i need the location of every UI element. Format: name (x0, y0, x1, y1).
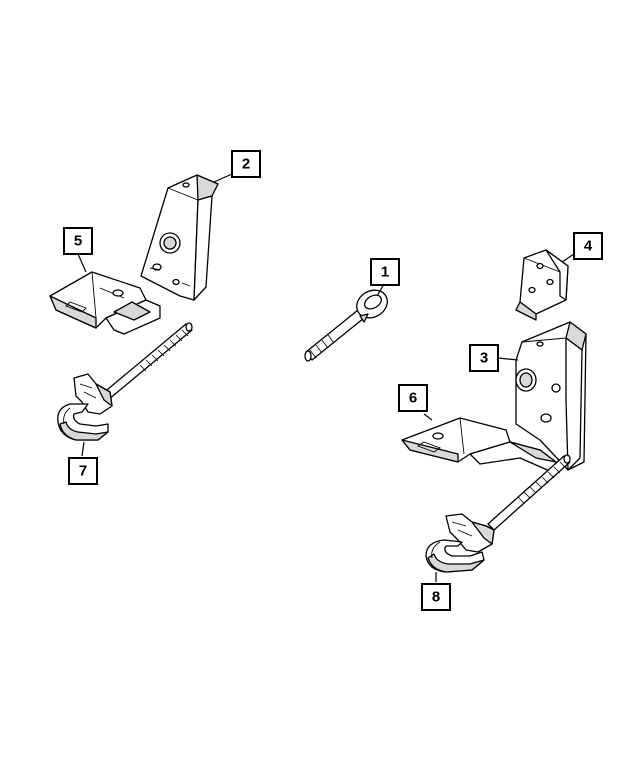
callout-8-label: 8 (432, 589, 440, 606)
callout-2-label: 2 (242, 156, 250, 173)
part-4-small-bracket (515, 249, 569, 321)
leader-lines (77, 173, 575, 582)
callout-2: 2 (231, 150, 261, 178)
leader-3 (497, 357, 519, 361)
callout-5-label: 5 (74, 233, 82, 250)
part-5-mount-plate (49, 271, 161, 335)
part-3-mount-bracket (515, 321, 587, 471)
callout-6-label: 6 (409, 390, 417, 407)
callout-5: 5 (63, 227, 93, 255)
leader-2 (213, 173, 233, 183)
callout-7: 7 (68, 457, 98, 485)
callout-3: 3 (469, 344, 499, 372)
part-1-eye-bolt (304, 289, 388, 362)
callout-1-label: 1 (381, 264, 389, 281)
callout-8: 8 (421, 583, 451, 611)
leader-5 (77, 253, 87, 273)
callout-4-label: 4 (584, 238, 593, 255)
part-8-tow-hook (425, 454, 571, 573)
callout-6: 6 (398, 384, 428, 412)
callout-3-label: 3 (480, 350, 488, 367)
leader-7 (81, 441, 85, 457)
part-2-bracket (140, 174, 219, 301)
leader-4 (561, 253, 575, 263)
callout-7-label: 7 (79, 463, 87, 480)
callout-4: 4 (573, 232, 603, 260)
callout-1: 1 (370, 258, 400, 286)
leader-6 (423, 413, 433, 421)
part-7-tow-hook (57, 322, 193, 441)
